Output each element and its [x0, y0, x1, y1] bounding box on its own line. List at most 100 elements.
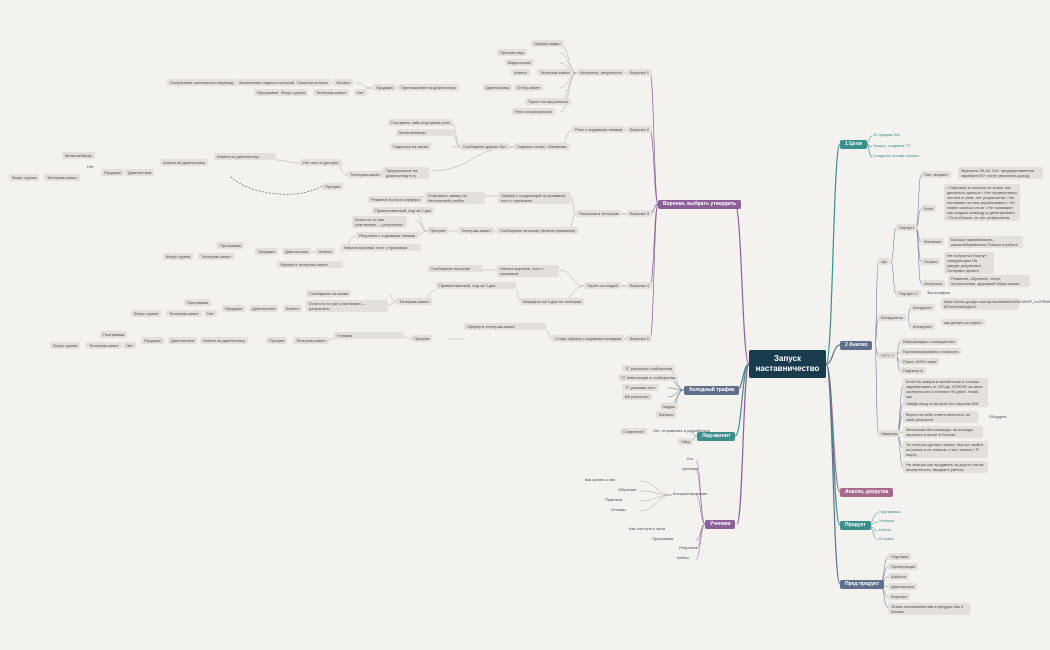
funnel-node[interactable]: Заполнение подписи польной: [236, 79, 298, 86]
funnel-node[interactable]: Продажа: [373, 84, 396, 91]
funnel-node[interactable]: Попытка оплаты: [294, 79, 331, 86]
funnel-node[interactable]: Диагностика: [483, 84, 513, 91]
branch-lead[interactable]: Лид-магнит: [697, 432, 736, 441]
funnel-node[interactable]: Прогрев: [322, 183, 344, 190]
funnel-node[interactable]: Программа: [184, 299, 211, 306]
ca-node[interactable]: ЦА: [878, 258, 890, 265]
offer-item[interactable]: Ты хочешь сделать запуск, быстро выйти н…: [903, 441, 988, 458]
portrait-attr[interactable]: Желания: [921, 238, 944, 245]
funnel-node[interactable]: Прогрев: [427, 227, 449, 234]
funnel-node[interactable]: Оффер в телеграм-канал: [277, 261, 343, 268]
funnel-node[interactable]: Результат с ходовыми темами: [356, 232, 419, 239]
branch-preproduct[interactable]: Пред продукт: [840, 580, 885, 589]
student-item[interactable]: Практика: [605, 497, 623, 502]
funnel-node[interactable]: Телеграм-канал: [313, 89, 349, 96]
funnel-node[interactable]: Сообщение директ бот: [460, 143, 509, 150]
portrait2-node[interactable]: Портрет 2: [896, 290, 921, 297]
competitor-item[interactable]: Конкурент: [910, 304, 936, 311]
cold-item[interactable]: ТГ инвестиции в сообщества: [618, 374, 679, 381]
funnel-node[interactable]: Анкета: [511, 69, 530, 76]
funnel-node[interactable]: Продажа: [101, 169, 124, 176]
funnel-node[interactable]: Подписка на канал: [390, 143, 432, 150]
cold-item[interactable]: ВК рассылки: [622, 393, 652, 400]
funnel-node[interactable]: Анкета: [283, 305, 302, 312]
funnel-node[interactable]: Диагностика: [282, 248, 312, 255]
offers-node[interactable]: Офферы: [878, 430, 902, 437]
preproduct-item[interactable]: Воронка: [888, 593, 910, 600]
funnel-node[interactable]: Полученная система или перевод: [167, 79, 237, 86]
funnel-node[interactable]: Отправить заявку на бесплатный разбор: [425, 192, 485, 204]
student-item[interactable]: Как они путь к цели: [629, 526, 666, 531]
funnel-node[interactable]: Решение боли из оффера: [368, 196, 423, 203]
goal-item[interactable]: Запуск, создание ТГ: [873, 143, 911, 148]
funnel-node[interactable]: Фокус группа: [131, 310, 162, 317]
funnel-node[interactable]: Мини-вебинар: [62, 152, 95, 159]
lead-left[interactable]: Нет, отправлять и разработать: [653, 428, 711, 433]
funnel-node[interactable]: Нет лист в доступе: [300, 159, 342, 166]
offer-item[interactable]: Найди нишу в которой на старшем 50К: [903, 400, 988, 407]
offer-item[interactable]: Миллионы без команды: за полгода перешли…: [903, 426, 983, 438]
funnel-node[interactable]: Фокус группа: [278, 89, 309, 96]
branch-student[interactable]: Ученики: [705, 520, 736, 529]
funnel-node[interactable]: Нет: [87, 164, 94, 169]
competitors-node[interactable]: Конкуренты: [878, 314, 906, 321]
funnel-node[interactable]: Фокус группа: [163, 253, 194, 260]
funnel-node[interactable]: Нет: [204, 310, 217, 317]
student-item[interactable]: Результат: [679, 545, 698, 550]
preproduct-item[interactable]: Подгпаки: [888, 553, 912, 560]
funnel-node[interactable]: Ходовое слово - Механика: [514, 143, 570, 150]
product-item[interactable]: Отзывы: [879, 536, 894, 541]
funnel-node[interactable]: Программа: [217, 242, 244, 249]
funnel-node[interactable]: Продажа: [255, 248, 278, 255]
portrait-attr[interactable]: Пол, возраст: [921, 171, 951, 178]
cold-item[interactable]: Каналы: [656, 411, 677, 418]
funnel-node[interactable]: Анкета на диагностику: [200, 337, 248, 344]
funnel-node[interactable]: Оффер в телеграм-канал: [464, 323, 546, 330]
funnel-node[interactable]: Сообщение на канал (Анкета приемная): [497, 227, 579, 234]
funnel-label[interactable]: Воронка 1: [627, 69, 652, 76]
branch-analysis[interactable]: 2 Анализ: [840, 341, 873, 350]
funnel-node[interactable]: Телеграм-канал: [347, 171, 383, 178]
offer-item[interactable]: Если бы завтра в своей нише и хочешь зар…: [903, 378, 988, 400]
funnel-node[interactable]: Прогрев: [266, 337, 288, 344]
student-item[interactable]: Кейсы: [677, 555, 689, 560]
portrait-attr[interactable]: Страхи: [921, 258, 941, 265]
funnel-node[interactable]: Предложение на диагностику в гс: [383, 167, 429, 179]
portrait-attr[interactable]: Боли: [921, 205, 937, 212]
funnel-node[interactable]: Сообщение на канал: [428, 265, 483, 272]
lead-left[interactable]: Гайд: [678, 438, 693, 445]
funnel-node[interactable]: Мини-вебинар: [396, 129, 454, 136]
funnel-node[interactable]: Марафон на 3 дня по телеграм: [520, 298, 585, 305]
student-item[interactable]: Целевая: [682, 466, 699, 471]
cold-item[interactable]: ТГ рассылка сообщества: [622, 365, 675, 372]
usp-item[interactable]: Подписи А: [900, 367, 926, 374]
funnel-node[interactable]: Телеграм-канал: [44, 174, 80, 181]
funnel-sub[interactable]: Таргет на людей: [584, 282, 621, 289]
student-item[interactable]: Как узнать о нас: [585, 477, 616, 482]
product-item[interactable]: Программы: [879, 509, 901, 514]
funnel-node[interactable]: Программа: [254, 89, 281, 96]
student-item[interactable]: Кто: [687, 456, 694, 461]
funnel-node[interactable]: Телеграм-канал: [458, 227, 494, 234]
student-item[interactable]: Обучение: [618, 487, 637, 492]
funnel-node[interactable]: Телеграм-канал: [166, 310, 202, 317]
funnel-node[interactable]: Продажа: [141, 337, 164, 344]
offer-item[interactable]: Не знаешь как продавать за дорого своих …: [903, 461, 988, 473]
usp-node[interactable]: УТП ??: [878, 352, 898, 359]
preproduct-item[interactable]: Этапы наставничества в продукт-Как 4 Биз…: [888, 603, 970, 615]
funnel-node[interactable]: Телеграм-канал: [293, 337, 329, 344]
funnel-node[interactable]: Начало воронки, пост с призывом: [341, 244, 421, 251]
funnel-node[interactable]: Телеграм-канал: [396, 298, 432, 305]
funnel-node[interactable]: Ученики: [334, 332, 404, 339]
funnel-node[interactable]: Если кто-то уже участвовал — результаты: [306, 300, 388, 312]
funnel-node[interactable]: Если кто-то уже участвовал — результаты: [352, 216, 407, 228]
funnel-sub[interactable]: Стори-оффер с ходовыми лендами: [552, 335, 625, 342]
preproduct-item[interactable]: Шаблон: [888, 573, 909, 580]
funnel-label[interactable]: Воронка 5: [627, 335, 652, 342]
funnel-node[interactable]: Телеграм-канал: [198, 253, 234, 260]
branch-cold[interactable]: Холодный трафик: [684, 386, 740, 395]
funnel-node[interactable]: Таргет на актуальное: [525, 98, 571, 105]
student-item[interactable]: Консультирование: [673, 491, 708, 496]
cold-item[interactable]: Кадры: [660, 403, 678, 410]
funnel-label[interactable]: Воронка 2: [627, 126, 652, 133]
